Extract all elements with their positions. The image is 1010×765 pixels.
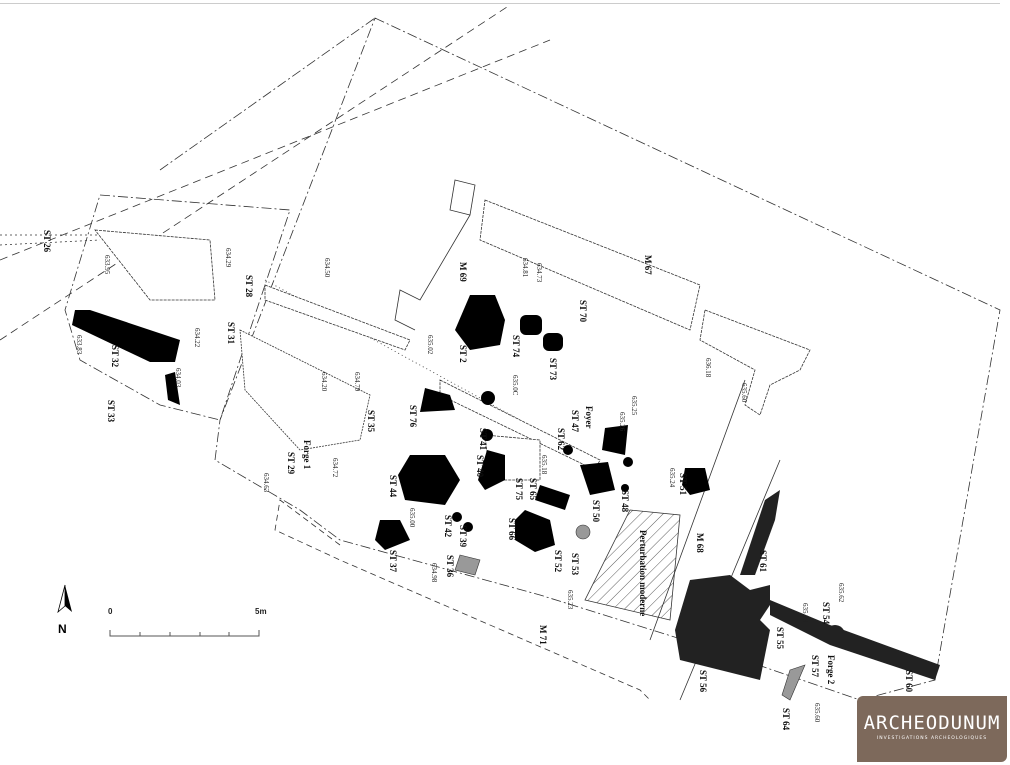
altitude-label: 633.95 xyxy=(103,255,111,275)
altitude-label: 635.60 xyxy=(740,383,748,403)
structure-label: Foyer xyxy=(584,406,594,429)
structure-label: M 68 xyxy=(695,533,705,553)
altitude-label: 634.81 xyxy=(521,258,529,278)
altitude-label: 635.00 xyxy=(408,508,416,528)
altitude-label: 634.50 xyxy=(323,258,331,278)
structure-label: ST 48 xyxy=(620,490,630,513)
grey-features xyxy=(454,524,806,701)
north-label: N xyxy=(58,622,67,636)
structure-label: ST 76 xyxy=(408,405,418,428)
structure-label: ST 29 xyxy=(286,452,296,475)
altitude-label: 634.79 xyxy=(353,372,361,392)
altitude-label: 634.22 xyxy=(193,328,201,348)
features xyxy=(72,295,710,552)
structure-label: ST 31 xyxy=(226,322,236,345)
altitude-label: 635.02 xyxy=(426,335,434,355)
structure-label: ST 52 xyxy=(553,550,563,573)
altitude-label: 635.23 xyxy=(566,590,574,610)
structure-label: ST 51 xyxy=(678,473,688,496)
structure-label: Forge 1 xyxy=(302,440,312,470)
scale-end: 5m xyxy=(255,607,267,616)
altitude-label: 635.0C xyxy=(511,375,519,396)
structure-label: ST 62 xyxy=(556,428,566,451)
altitude-label: 634.20 xyxy=(320,372,328,392)
forge-features xyxy=(675,490,940,680)
logo-tagline: INVESTIGATIONS ARCHEOLOGIQUES xyxy=(876,736,988,741)
altitude-label: 634.98 xyxy=(430,563,438,583)
archeodunum-logo: ARCHEODUNUM INVESTIGATIONS ARCHEOLOGIQUE… xyxy=(857,696,1007,762)
structure-label: ST 44 xyxy=(388,475,398,498)
structure-label: ST 26 xyxy=(42,230,52,253)
structure-label: ST 41 xyxy=(478,428,488,451)
structure-label: ST 56 xyxy=(698,670,708,693)
altitude-label: 634.73 xyxy=(535,263,543,283)
structure-label: ST 35 xyxy=(366,410,376,433)
structure-label: ST 65 xyxy=(528,478,538,501)
top-rule xyxy=(0,3,1000,4)
structure-label: ST 47 xyxy=(570,410,580,433)
labels: ST 26 ST 28 ST 31 ST 32 ST 33 ST 35 ST 29 Forge… xyxy=(42,230,914,731)
structure-label: M 71 xyxy=(538,625,548,645)
structure-label: ST 73 xyxy=(548,358,558,381)
structure-label: ST 55 xyxy=(775,627,785,650)
structure-label: ST 33 xyxy=(106,400,116,423)
stone-walls xyxy=(94,179,811,481)
structure-label: ST 57 xyxy=(810,655,820,678)
altitude-label: 635.18 xyxy=(540,455,548,475)
altitude-label: 636.18 xyxy=(704,358,712,378)
structure-label: ST 28 xyxy=(244,275,254,298)
structure-label: Perturbation moderne xyxy=(638,530,648,616)
structure-label: ST 74 xyxy=(511,335,521,358)
altitude-label: 633.83 xyxy=(75,335,83,355)
structure-label: ST 75 xyxy=(514,478,524,501)
scale-bar xyxy=(109,630,260,637)
logo-name: ARCHEODUNUM xyxy=(863,712,1001,734)
altitude-label: 635.26 xyxy=(618,412,626,432)
structure-label: ST 2 xyxy=(458,345,468,363)
altitude-label: 635.60 xyxy=(813,703,821,723)
structure-label: ST 40 xyxy=(475,455,485,478)
structure-label: ST 60 xyxy=(904,670,914,693)
altitude-label: 634.63 xyxy=(262,473,270,493)
structure-label: ST 42 xyxy=(443,515,453,538)
north-arrow xyxy=(57,584,72,614)
structure-label: ST 39 xyxy=(458,525,468,548)
modern-disturbance xyxy=(584,509,681,621)
structure-label: M 69 xyxy=(458,262,468,282)
structure-label: ST 37 xyxy=(388,550,398,573)
scale-start: 0 xyxy=(108,607,113,616)
altitude-label: 634.29 xyxy=(224,248,232,268)
structure-label: ST 64 xyxy=(781,708,791,731)
structure-label: ST 36 xyxy=(445,555,455,578)
structure-label: ST 66 xyxy=(507,518,517,541)
altitude-label: 634.72 xyxy=(331,458,339,478)
structure-label: ST 53 xyxy=(570,553,580,576)
altitude-label: 635.25 xyxy=(630,396,638,416)
structure-label: ST 70 xyxy=(578,300,588,323)
altitude-label: 635.62 xyxy=(837,583,845,603)
structure-label: ST 61 xyxy=(758,550,768,573)
structure-label: ST 54 xyxy=(821,602,831,625)
structure-label: ST 50 xyxy=(591,500,601,523)
altitude-label: 635.24 xyxy=(668,468,676,488)
altitude-label: 635.78 xyxy=(801,603,809,623)
structure-label: M 67 xyxy=(643,255,653,275)
structure-label: ST 32 xyxy=(110,345,120,368)
altitude-label: 634.03 xyxy=(174,368,182,388)
structure-label: Forge 2 xyxy=(826,655,836,685)
